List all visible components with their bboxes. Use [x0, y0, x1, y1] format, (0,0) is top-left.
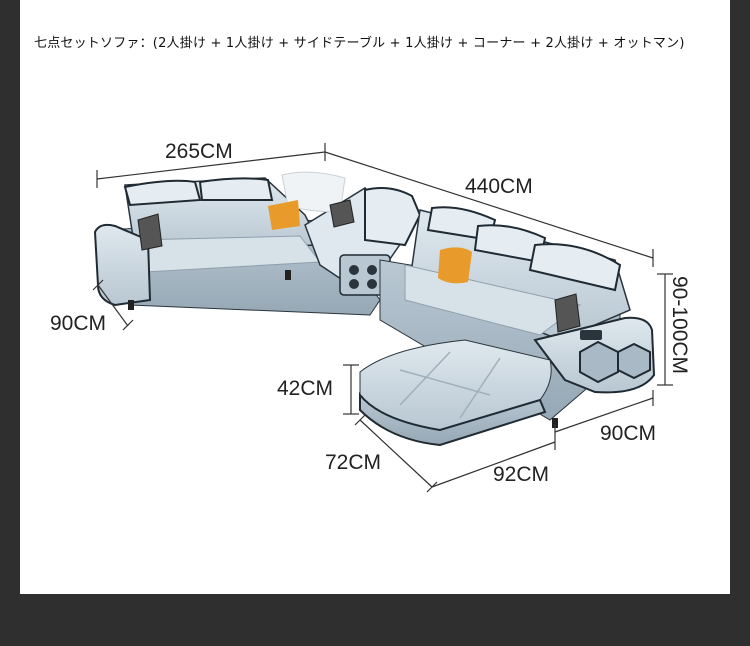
dimension-lines: [92, 143, 673, 493]
product-image-panel: 七点セットソファ：(2人掛け + 1人掛け + サイドテーブル + 1人掛け +…: [20, 0, 730, 594]
sofa-illustration: 265CM 440CM 90CM 90-100CM 42CM 72CM 92CM…: [50, 140, 691, 493]
dim-depth: 90CM: [50, 312, 106, 335]
dim-arm-depth: 90CM: [600, 422, 656, 445]
dim-right-width: 440CM: [465, 175, 533, 198]
dim-height: 90-100CM: [668, 276, 691, 374]
product-title: 七点セットソファ：(2人掛け + 1人掛け + サイドテーブル + 1人掛け +…: [34, 36, 685, 51]
dim-left-width: 265CM: [165, 140, 233, 163]
dimension-labels: 265CM 440CM 90CM 90-100CM 42CM 72CM 92CM…: [50, 140, 691, 486]
dim-ottoman-length: 92CM: [493, 463, 549, 486]
dim-ottoman-height: 42CM: [277, 377, 333, 400]
pillows: [137, 171, 581, 333]
dim-ottoman-depth: 72CM: [325, 451, 381, 474]
